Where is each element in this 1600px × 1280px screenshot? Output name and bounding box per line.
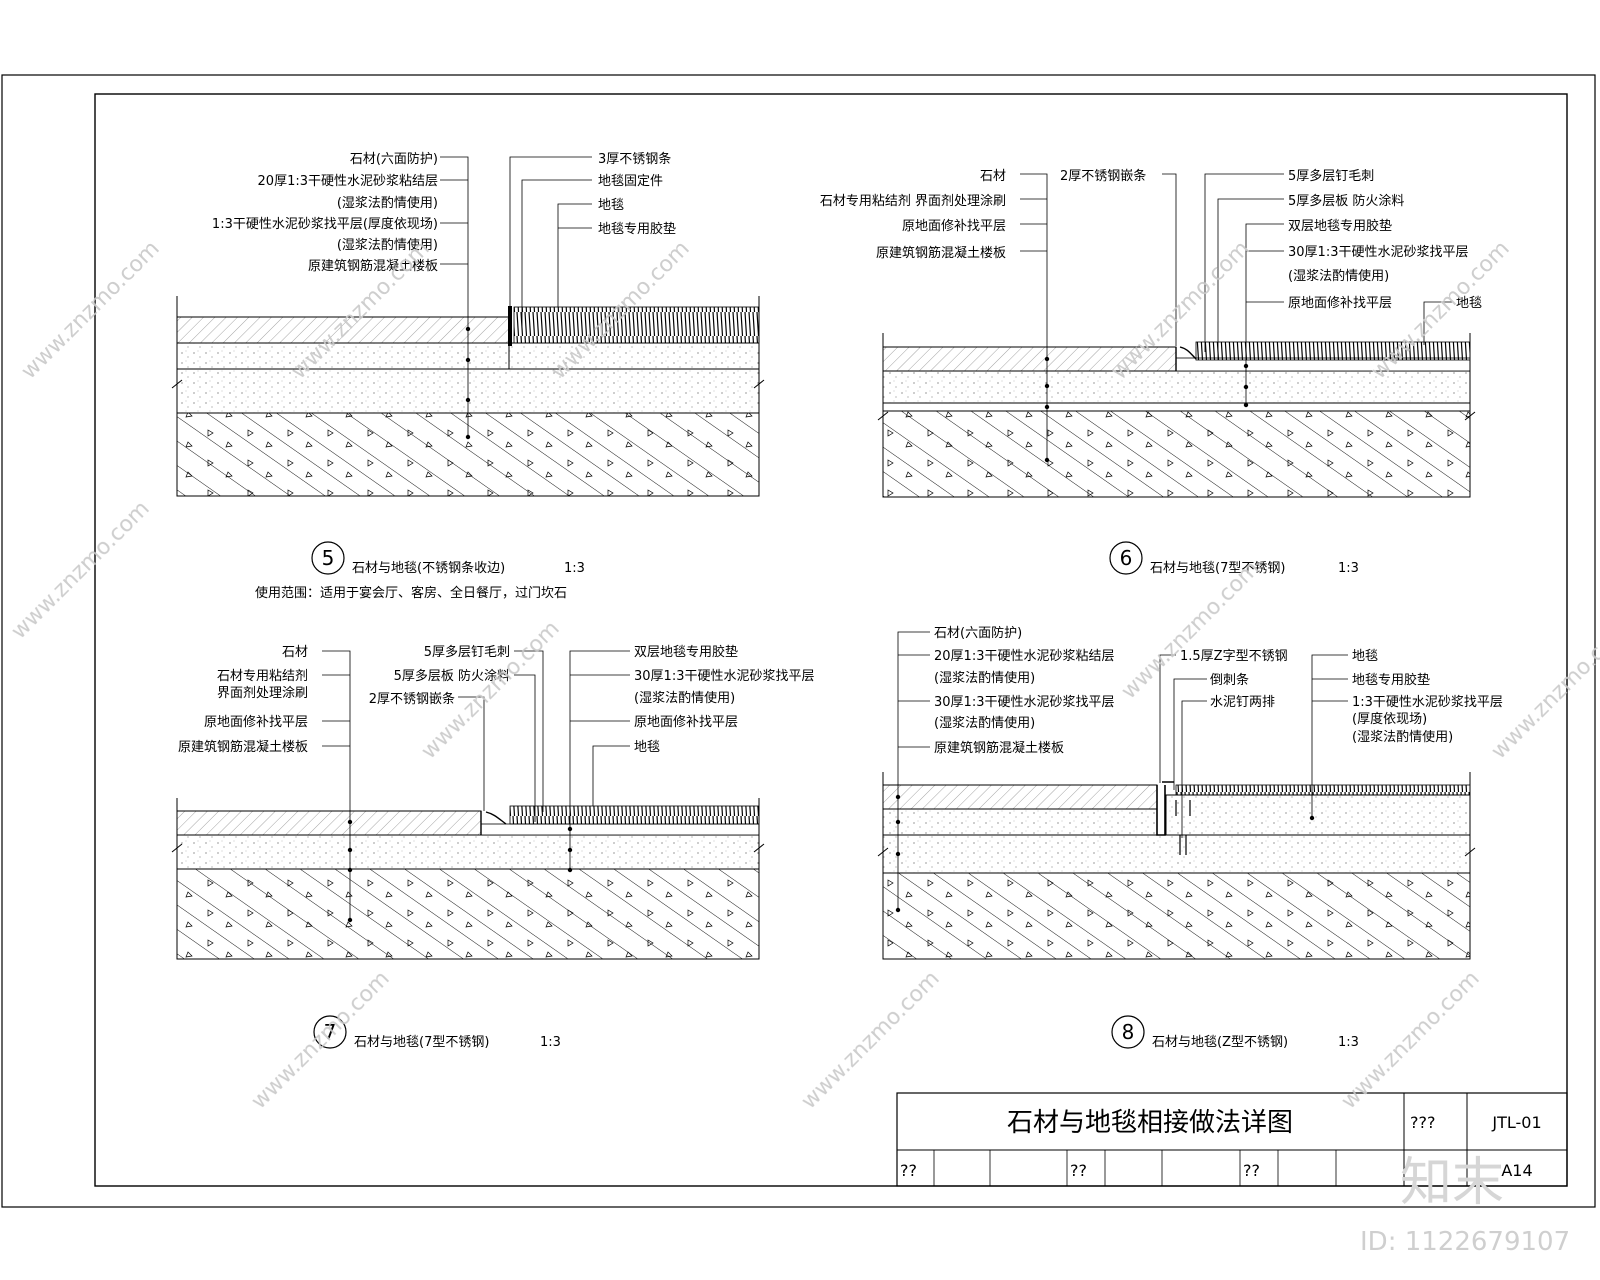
detail-5	[171, 156, 765, 497]
label: 原地面修补找平层	[902, 219, 1006, 234]
label: 1:3干硬性水泥砂浆找平层	[1352, 695, 1503, 710]
detail-number: 7	[324, 1020, 337, 1044]
title-block: 石材与地毯相接做法详图 ??? JTL-01 ?? ?? ?? A14	[896, 1092, 1568, 1187]
detail-7-labels-right: 双层地毯专用胶垫 30厚1:3干硬性水泥砂浆找平层 (湿浆法酌情使用) 原地面修…	[634, 644, 814, 755]
detail-caption: 石材与地毯(不锈钢条收边)	[352, 560, 505, 576]
label: (湿浆法酌情使用)	[337, 195, 438, 211]
label: 石材	[980, 169, 1006, 184]
row-label: ??	[1243, 1161, 1260, 1180]
drawing-title: 石材与地毯相接做法详图	[1007, 1108, 1293, 1138]
label: 原建筑钢筋混凝土楼板	[876, 245, 1006, 261]
label: 原地面修补找平层	[1288, 296, 1392, 311]
detail-6	[877, 173, 1476, 498]
label: (湿浆法酌情使用)	[934, 715, 1035, 731]
detail-caption: 石材与地毯(7型不锈钢)	[354, 1035, 489, 1050]
label: (湿浆法酌情使用)	[1288, 268, 1389, 284]
label: 石材(六面防护)	[350, 151, 438, 167]
label: (湿浆法酌情使用)	[934, 670, 1035, 686]
detail-note: 使用范围：适用于宴会厅、客房、全日餐厅，过门坎石	[255, 585, 567, 601]
detail-8-labels-right: 地毯 地毯专用胶垫 1:3干硬性水泥砂浆找平层 (厚度依现场) (湿浆法酌情使用…	[1352, 649, 1503, 745]
label: (厚度依现场)	[1352, 711, 1427, 727]
detail-8-caption: 8 石材与地毯(Z型不锈钢) 1:3	[1111, 1015, 1359, 1050]
detail-number: 8	[1122, 1020, 1135, 1044]
detail-5-labels-right: 3厚不锈钢条 地毯固定件 地毯 地毯专用胶垫	[598, 151, 676, 237]
code-label: ???	[1410, 1113, 1435, 1132]
detail-6-labels-right: 5厚多层钉毛刺 5厚多层板 防火涂料 双层地毯专用胶垫 30厚1:3干硬性水泥砂…	[1288, 168, 1482, 311]
detail-caption: 石材与地毯(7型不锈钢)	[1150, 561, 1285, 576]
detail-6-caption: 6 石材与地毯(7型不锈钢) 1:3	[1109, 541, 1359, 576]
label: 1.5厚Z字型不锈钢	[1180, 649, 1288, 664]
label: 地毯	[1352, 649, 1378, 664]
label: 20厚1:3干硬性水泥砂浆粘结层	[934, 649, 1114, 664]
detail-5-labels-left: 石材(六面防护) 20厚1:3干硬性水泥砂浆粘结层 (湿浆法酌情使用) 1:3干…	[212, 151, 438, 274]
label: 2厚不锈钢嵌条	[1060, 168, 1146, 184]
label: 地毯	[598, 198, 624, 213]
label: 水泥钉两排	[1210, 695, 1275, 710]
label: 原建筑钢筋混凝土楼板	[308, 258, 438, 274]
label: 原地面修补找平层	[634, 715, 738, 730]
detail-scale: 1:3	[1338, 561, 1359, 576]
label: 石材	[282, 645, 308, 660]
watermark-text: www.znzmo.com	[17, 236, 165, 384]
watermark-logo: 知末	[1400, 1153, 1504, 1213]
drawing-number: JTL-01	[1491, 1113, 1541, 1132]
watermark-text: www.znzmo.com	[7, 496, 155, 644]
detail-7	[171, 650, 765, 960]
detail-scale: 1:3	[540, 1035, 561, 1050]
watermark-text: www.znzmo.com	[417, 616, 565, 764]
row-label: ??	[1070, 1161, 1087, 1180]
label: 石材(六面防护)	[934, 625, 1022, 641]
label: 双层地毯专用胶垫	[634, 644, 738, 660]
detail-caption: 石材与地毯(Z型不锈钢)	[1152, 1035, 1288, 1050]
watermark-text: www.znzmo.com	[797, 966, 945, 1114]
label: 3厚不锈钢条	[598, 151, 671, 167]
label: 5厚多层板 防火涂料	[394, 668, 510, 684]
label: 地毯	[1456, 296, 1482, 311]
label: 原建筑钢筋混凝土楼板	[178, 739, 308, 755]
sheet-size: A14	[1501, 1161, 1532, 1180]
label: 30厚1:3干硬性水泥砂浆找平层	[634, 669, 814, 684]
detail-scale: 1:3	[1338, 1035, 1359, 1050]
label: 界面剂处理涂刷	[217, 685, 308, 701]
detail-7-caption: 7 石材与地毯(7型不锈钢) 1:3	[313, 1015, 561, 1050]
outer-frame	[1, 74, 1596, 1208]
detail-8	[877, 631, 1476, 960]
label: 5厚多层板 防火涂料	[1288, 193, 1404, 209]
label: 双层地毯专用胶垫	[1288, 218, 1392, 234]
label: 原地面修补找平层	[204, 715, 308, 730]
label: 20厚1:3干硬性水泥砂浆粘结层	[258, 174, 438, 189]
label: 30厚1:3干硬性水泥砂浆找平层	[934, 695, 1114, 710]
label: 地毯固定件	[598, 174, 663, 189]
label: 原建筑钢筋混凝土楼板	[934, 740, 1064, 756]
label: 5厚多层钉毛刺	[424, 644, 510, 660]
label: 地毯	[634, 740, 660, 755]
label: 地毯专用胶垫	[598, 221, 676, 237]
watermark-text: www.znzmo.com	[1487, 616, 1600, 764]
detail-number: 6	[1120, 546, 1133, 570]
inner-frame	[94, 93, 1568, 1187]
label: (湿浆法酌情使用)	[634, 690, 735, 706]
detail-7-labels-mid: 5厚多层钉毛刺 5厚多层板 防火涂料 2厚不锈钢嵌条	[369, 644, 510, 707]
watermark-id: ID: 1122679107	[1360, 1227, 1570, 1257]
label: 地毯专用胶垫	[1352, 672, 1430, 688]
label: 石材专用粘结剂	[217, 669, 308, 684]
row-label: ??	[900, 1161, 917, 1180]
detail-scale: 1:3	[564, 561, 585, 576]
label: (湿浆法酌情使用)	[1352, 729, 1453, 745]
detail-8-labels-left: 石材(六面防护) 20厚1:3干硬性水泥砂浆粘结层 (湿浆法酌情使用) 30厚1…	[934, 625, 1114, 756]
label: 倒刺条	[1210, 672, 1249, 688]
detail-7-labels-left: 石材 石材专用粘结剂 界面剂处理涂刷 原地面修补找平层 原建筑钢筋混凝土楼板	[178, 645, 308, 755]
label: 5厚多层钉毛刺	[1288, 168, 1374, 184]
label: 30厚1:3干硬性水泥砂浆找平层	[1288, 245, 1468, 260]
detail-5-caption: 5 石材与地毯(不锈钢条收边) 1:3 使用范围：适用于宴会厅、客房、全日餐厅，…	[255, 541, 585, 601]
detail-6-labels-left: 石材 石材专用粘结剂 界面剂处理涂刷 原地面修补找平层 原建筑钢筋混凝土楼板 2…	[820, 168, 1146, 261]
detail-number: 5	[322, 546, 335, 570]
label: 1:3干硬性水泥砂浆找平层(厚度依现场)	[212, 216, 438, 232]
label: (湿浆法酌情使用)	[337, 237, 438, 253]
label: 2厚不锈钢嵌条	[369, 691, 455, 707]
label: 石材专用粘结剂 界面剂处理涂刷	[820, 193, 1006, 209]
detail-8-labels-mid: 1.5厚Z字型不锈钢 倒刺条 水泥钉两排	[1180, 649, 1288, 710]
